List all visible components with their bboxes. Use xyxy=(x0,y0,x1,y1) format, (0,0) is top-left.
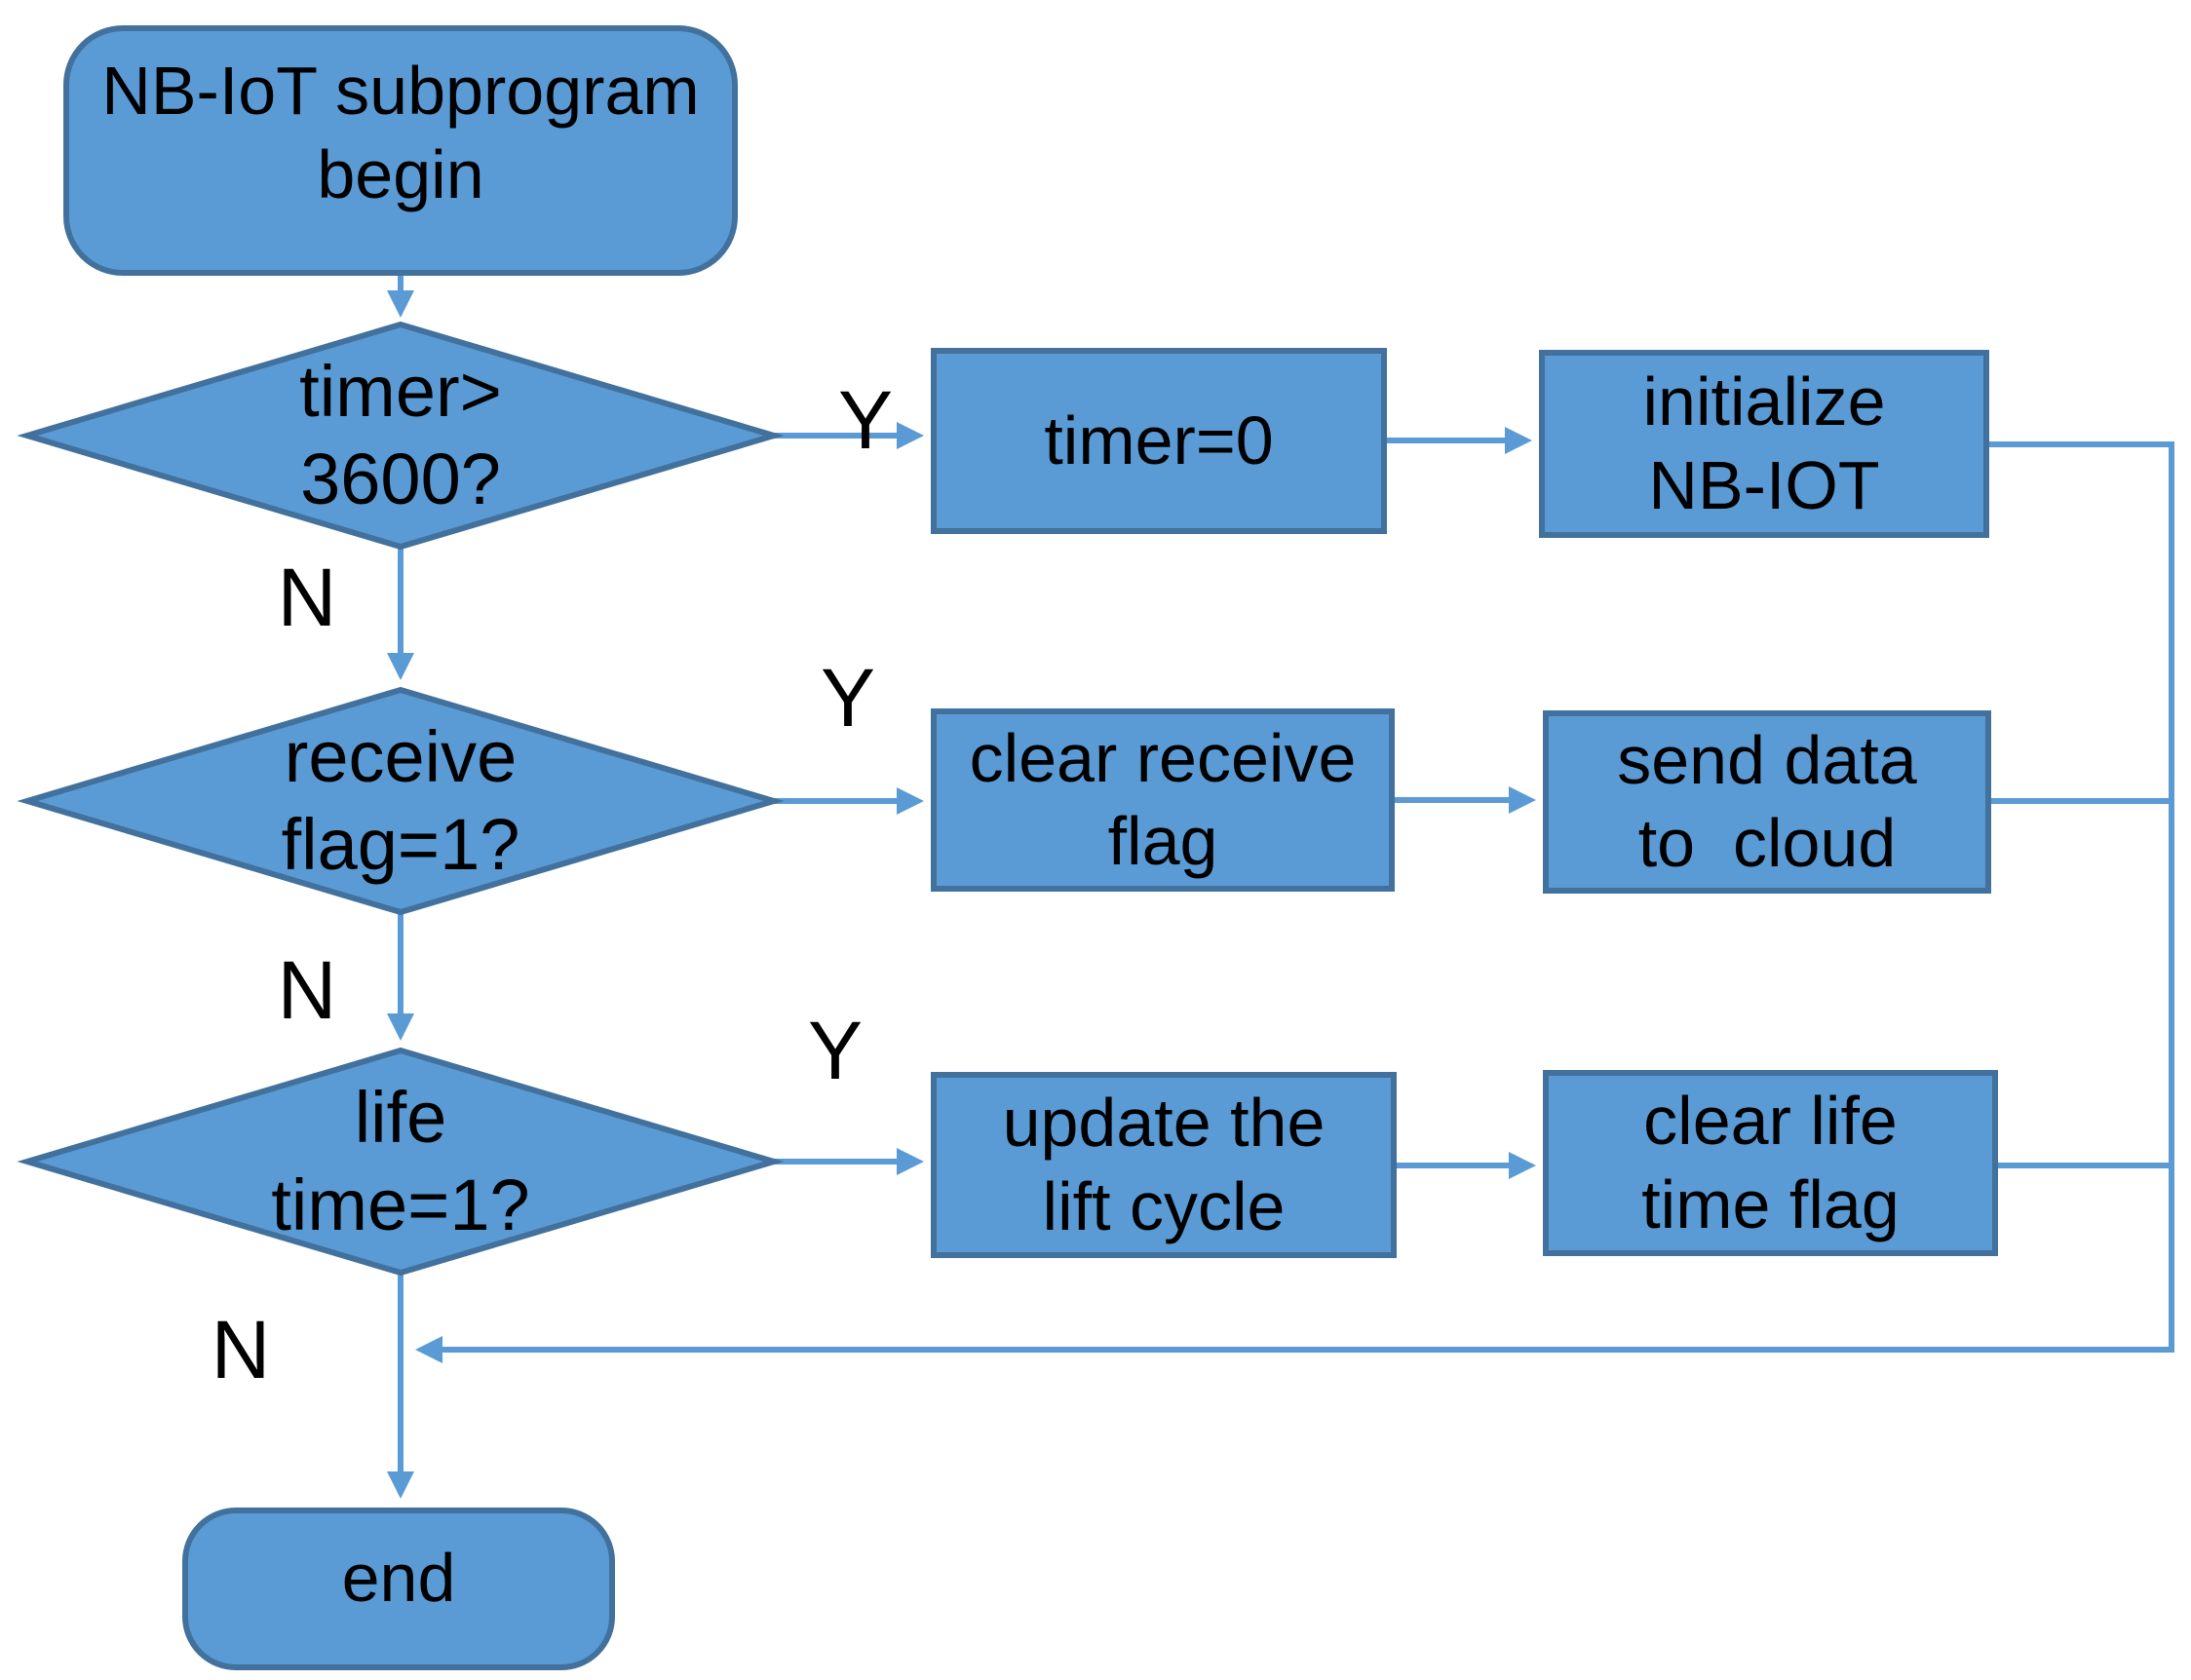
end-line-1: end xyxy=(341,1540,456,1617)
clear-life-flag-label: clear life time flag xyxy=(1546,1073,1995,1253)
receive-flag-label: receive flag=1? xyxy=(27,690,774,912)
receive-flag-line-1: receive xyxy=(284,715,518,797)
begin-line-1: NB-IoT subprogram xyxy=(101,53,700,130)
receive-flag-line-2: flag=1? xyxy=(281,804,520,885)
label-receive-yes: Y xyxy=(820,652,876,744)
label-timer-no: N xyxy=(277,552,337,643)
send-data-line-2: to cloud xyxy=(1637,805,1897,881)
clear-receive-line-2: flag xyxy=(1107,803,1218,879)
receive-flag-diamond xyxy=(17,686,785,916)
update-lift-cycle-label: update the lift cycle xyxy=(934,1075,1394,1255)
init-nbiot-label: initialize NB-IOT xyxy=(1542,353,1986,535)
begin-terminator-label: NB-IoT subprogram begin xyxy=(66,28,735,238)
label-life-yes: Y xyxy=(807,1005,864,1096)
init-nbiot-line-2: NB-IOT xyxy=(1648,446,1880,523)
clear-life-flag-process xyxy=(1543,1070,1998,1256)
timer-reset-label: timer=0 xyxy=(934,351,1384,531)
send-data-line-1: send data xyxy=(1617,721,1917,798)
label-life-no: N xyxy=(211,1304,271,1395)
update-lift-line-1: update the xyxy=(1002,1085,1326,1162)
send-data-process xyxy=(1543,710,1991,894)
clear-receive-flag-label: clear receive flag xyxy=(934,711,1392,889)
end-terminator-label: end xyxy=(185,1510,612,1647)
clear-life-line-1: clear life xyxy=(1643,1083,1898,1160)
life-time-diamond xyxy=(17,1047,785,1277)
timer-reset-process xyxy=(931,348,1387,534)
life-time-line-2: time=1? xyxy=(271,1165,530,1245)
edge-init-return-line xyxy=(415,441,2174,1363)
end-terminator xyxy=(182,1508,615,1670)
init-nbiot-process xyxy=(1539,350,1989,538)
timer-check-label: timer> 3600? xyxy=(27,325,774,547)
begin-terminator xyxy=(63,25,738,276)
life-time-line-1: life xyxy=(354,1076,447,1158)
life-time-label: life time=1? xyxy=(27,1050,774,1273)
label-timer-yes: Y xyxy=(837,374,894,466)
init-nbiot-line-1: initialize xyxy=(1642,363,1886,440)
label-receive-no: N xyxy=(277,944,337,1036)
timer-check-line-1: timer> xyxy=(299,350,502,432)
send-data-label: send data to cloud xyxy=(1546,713,1988,891)
timer-reset-line-1: timer=0 xyxy=(1044,401,1274,478)
update-lift-cycle-process xyxy=(931,1072,1397,1258)
clear-life-line-2: time flag xyxy=(1641,1165,1900,1242)
timer-check-diamond xyxy=(17,321,785,551)
begin-line-2: begin xyxy=(317,135,484,212)
timer-check-line-2: 3600? xyxy=(300,439,501,519)
clear-receive-line-1: clear receive xyxy=(969,719,1357,796)
clear-receive-flag-process xyxy=(931,708,1395,892)
update-lift-line-2: lift cycle xyxy=(1042,1167,1286,1244)
